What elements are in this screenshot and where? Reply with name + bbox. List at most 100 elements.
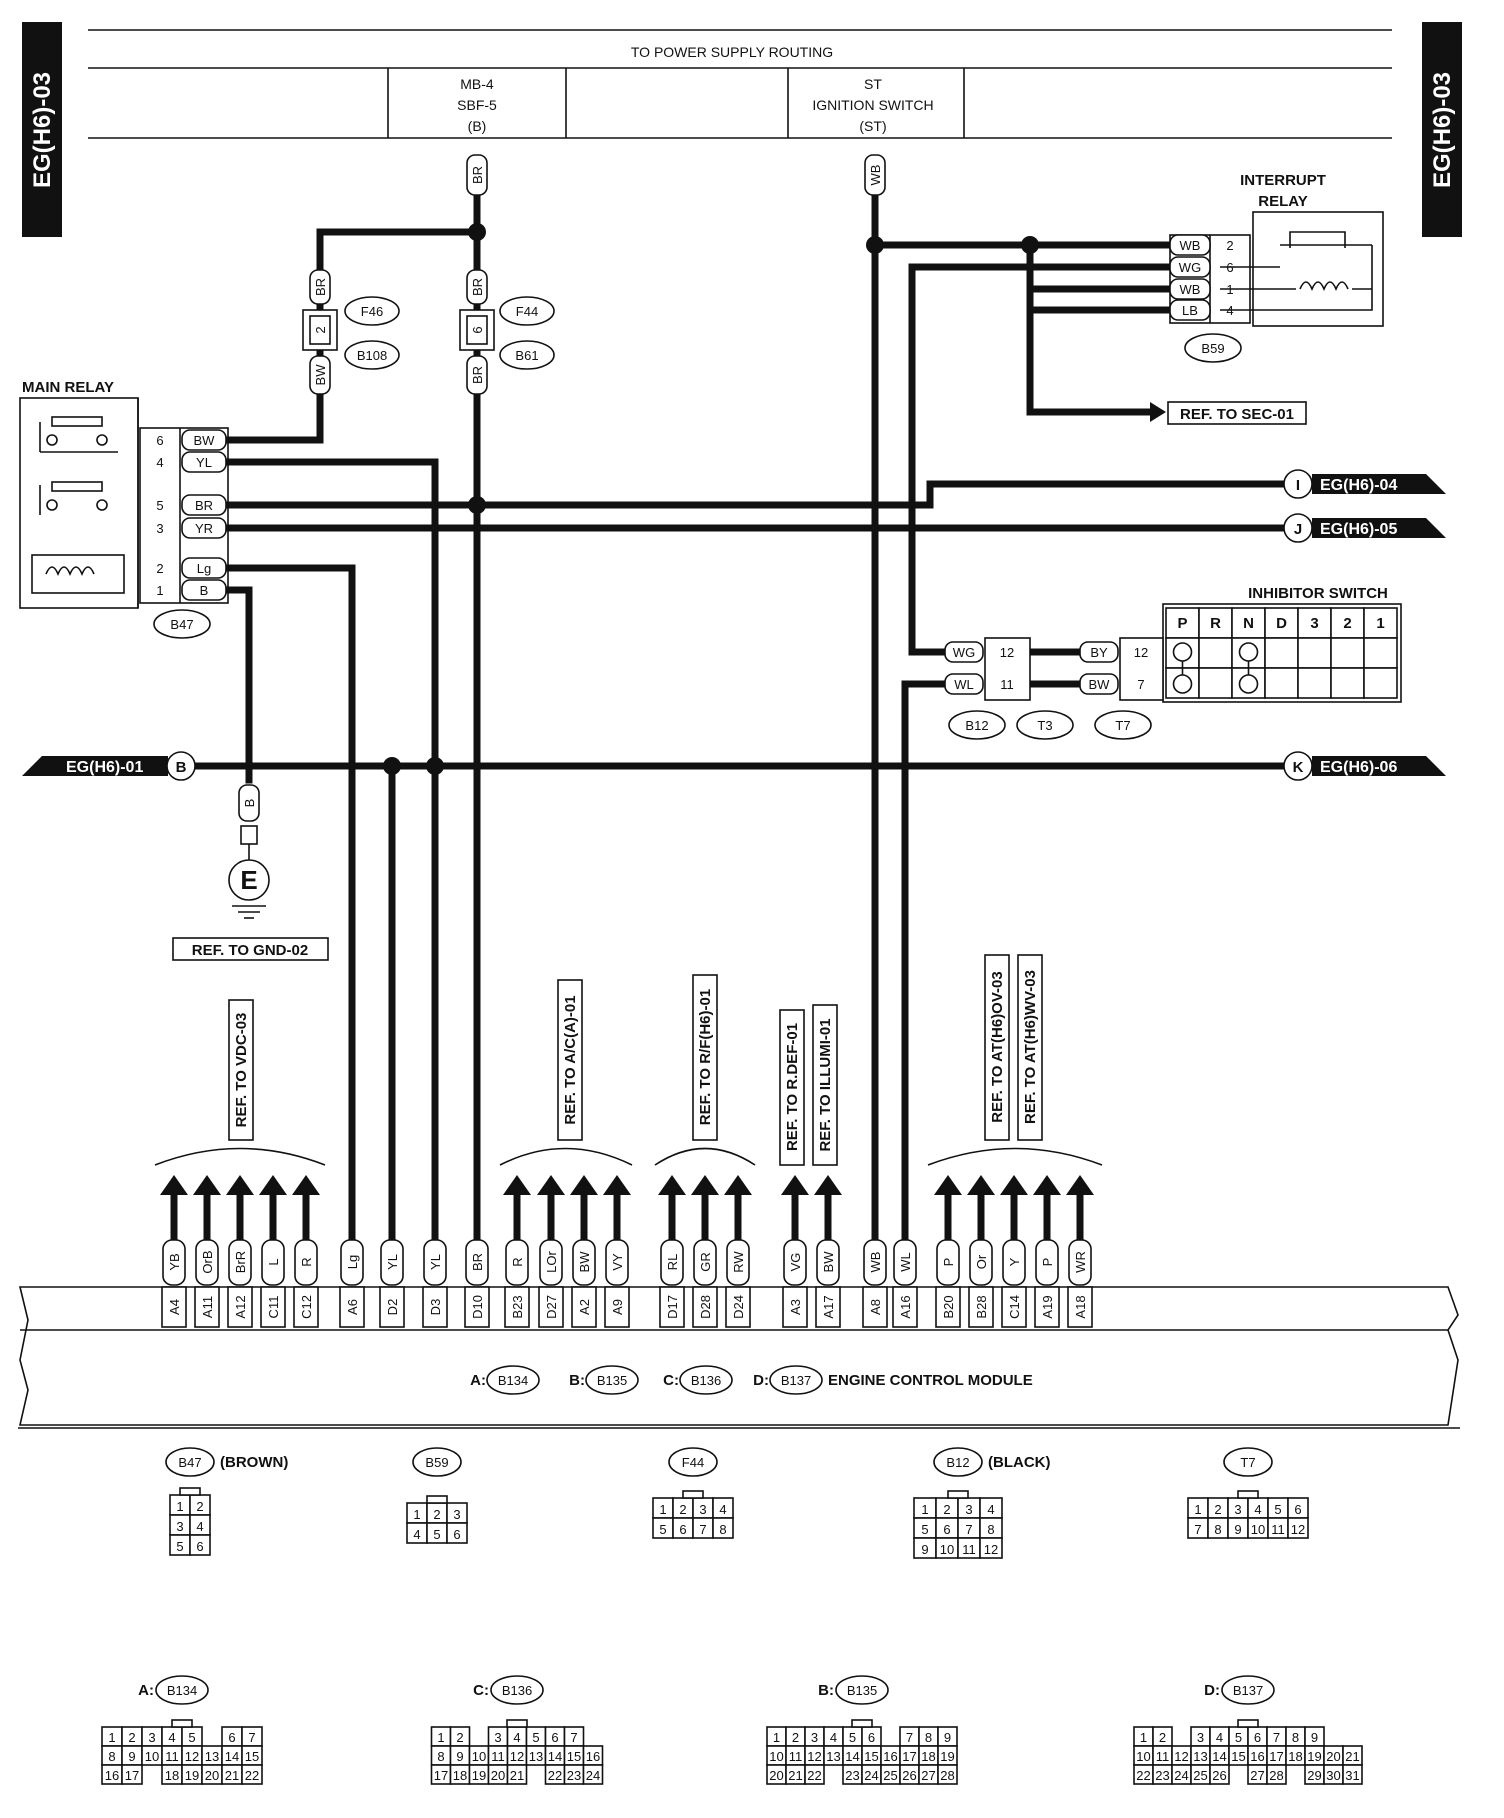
irelay-pin-number: 6 — [1226, 260, 1233, 275]
connector-pin: 30 — [1326, 1768, 1340, 1783]
connector-pin: 23 — [845, 1768, 859, 1783]
connector-pin: 15 — [1231, 1749, 1245, 1764]
connector-pin: 6 — [1254, 1730, 1261, 1745]
connector-pin: 11 — [789, 1749, 803, 1764]
connector-pin: 1 — [1140, 1730, 1147, 1745]
connector-pin: 10 — [940, 1542, 954, 1557]
connector-pin: 1 — [437, 1730, 444, 1745]
connector-pin: 10 — [769, 1749, 783, 1764]
relay-wire-tag — [181, 494, 227, 516]
ecm-wire-color: Lg — [345, 1255, 360, 1269]
connector-pin: 2 — [433, 1507, 440, 1522]
signal-arrow — [537, 1175, 565, 1195]
switch-contact — [1172, 674, 1193, 694]
connector-pin: 3 — [494, 1730, 501, 1745]
link-j[interactable]: J EG(H6)-05 — [1283, 513, 1446, 543]
svg-text:E: E — [240, 865, 257, 895]
connector-pin: 16 — [883, 1749, 897, 1764]
connector-pin: 17 — [1269, 1749, 1283, 1764]
connector-view-id-oval — [412, 1447, 462, 1477]
ecm-view-prefix: A: — [138, 1682, 154, 1699]
ecm-wire-tag — [1068, 1239, 1092, 1286]
connector-pin: 2 — [1214, 1502, 1221, 1517]
connector-pin: 23 — [567, 1768, 581, 1783]
link-i[interactable]: I EG(H6)-04 — [1283, 469, 1446, 499]
t7-pin-number: 12 — [1134, 645, 1148, 660]
connector-pin: 4 — [513, 1730, 520, 1745]
svg-text:J: J — [1294, 521, 1302, 538]
relay-pin-number: 5 — [156, 498, 163, 513]
signal-arrow — [570, 1175, 598, 1195]
connector-pin: 25 — [883, 1768, 897, 1783]
connector-pin: 6 — [868, 1730, 875, 1745]
ecm-wire-color: RW — [731, 1251, 746, 1273]
ecm-view-prefix: C: — [473, 1682, 489, 1699]
connector-pin: 17 — [902, 1749, 916, 1764]
page-tag-right: EG(H6)-03 — [1422, 22, 1462, 237]
connector-pin: 4 — [168, 1730, 175, 1745]
connector-pin: 22 — [1136, 1768, 1150, 1783]
connector-pin: 10 — [1251, 1522, 1265, 1537]
connector-pin: 12 — [1174, 1749, 1188, 1764]
ecm-terminal-id: A8 — [868, 1299, 883, 1315]
connector-pin: 9 — [921, 1542, 928, 1557]
ecm-wire-tag — [380, 1239, 404, 1286]
signal-arrow — [226, 1175, 254, 1195]
connector-cell — [804, 1764, 825, 1785]
connector-pin: 7 — [570, 1730, 577, 1745]
ecm-wire-tag — [572, 1239, 596, 1286]
connector-pin: 1 — [921, 1502, 928, 1517]
link-b[interactable]: EG(H6)-01 B — [22, 751, 196, 781]
ecm-connector-prefix: A: — [470, 1372, 486, 1389]
svg-text:BW: BW — [313, 364, 328, 386]
connector-pin: 3 — [176, 1519, 183, 1534]
ecm-wire-tag — [162, 1239, 186, 1286]
connector-cell — [1342, 1764, 1363, 1785]
inhibitor-position: 3 — [1310, 615, 1318, 632]
b12-wire-color: WG — [953, 645, 975, 660]
ecm-terminal-id: C11 — [266, 1296, 281, 1319]
signal-arrow — [603, 1175, 631, 1195]
connector-pin: 9 — [456, 1749, 463, 1764]
ecm-terminal-cell — [339, 1286, 365, 1328]
ecm-wire-color: P — [941, 1258, 956, 1267]
grouping-arcs — [154, 1147, 1103, 1166]
ecm-label: ENGINE CONTROL MODULE — [828, 1372, 1033, 1389]
connector-view-id-oval — [165, 1447, 215, 1477]
ecm-terminal-id: D2 — [385, 1299, 400, 1316]
signal-arrow — [967, 1175, 995, 1195]
page-tag-left: EG(H6)-03 — [22, 22, 62, 237]
switch-contact — [1238, 674, 1259, 694]
ref-labels: REF. TO VDC-03 REF. TO A/C(A)-01 REF. TO… — [228, 954, 1043, 1166]
ecm-terminal-cell — [464, 1286, 490, 1328]
relay-wire-color: YL — [196, 455, 212, 470]
ecm-connector-id: B137 — [781, 1373, 811, 1388]
connector-pin: 13 — [205, 1749, 219, 1764]
connector-pin: 13 — [529, 1749, 543, 1764]
ecm-terminal-id: C14 — [1007, 1295, 1022, 1319]
relay-wire-color: BW — [194, 433, 216, 448]
ecm-wire-color: P — [1040, 1258, 1055, 1267]
connector-pin: 4 — [830, 1730, 837, 1745]
b12-wire-tag — [944, 641, 984, 663]
connector-pin: 9 — [1234, 1522, 1241, 1537]
connector-pin: 6 — [679, 1522, 686, 1537]
connector-pin: 3 — [1234, 1502, 1241, 1517]
ecm-terminal-id: A9 — [610, 1299, 625, 1315]
signal-arrow — [658, 1175, 686, 1195]
svg-text:REF. TO R/F(H6)-01: REF. TO R/F(H6)-01 — [697, 989, 714, 1125]
b12-pin-number: 12 — [1000, 645, 1014, 660]
signal-arrow — [781, 1175, 809, 1195]
power-supply-header: TO POWER SUPPLY ROUTING MB-4 SBF-5 (B) S… — [88, 29, 1392, 139]
fuse-f44: BR 6 BR F44 B61 — [459, 269, 555, 395]
inhibitor-position: 2 — [1343, 615, 1351, 632]
signal-arrow — [1033, 1175, 1061, 1195]
link-k[interactable]: K EG(H6)-06 — [1283, 751, 1446, 781]
connector-pin: 21 — [225, 1768, 239, 1783]
connector-pin: 16 — [1250, 1749, 1264, 1764]
connector-pin: 20 — [491, 1768, 505, 1783]
connector-pin: 24 — [586, 1768, 600, 1783]
connector-pin: 20 — [1326, 1749, 1340, 1764]
connector-pin: 7 — [965, 1522, 972, 1537]
